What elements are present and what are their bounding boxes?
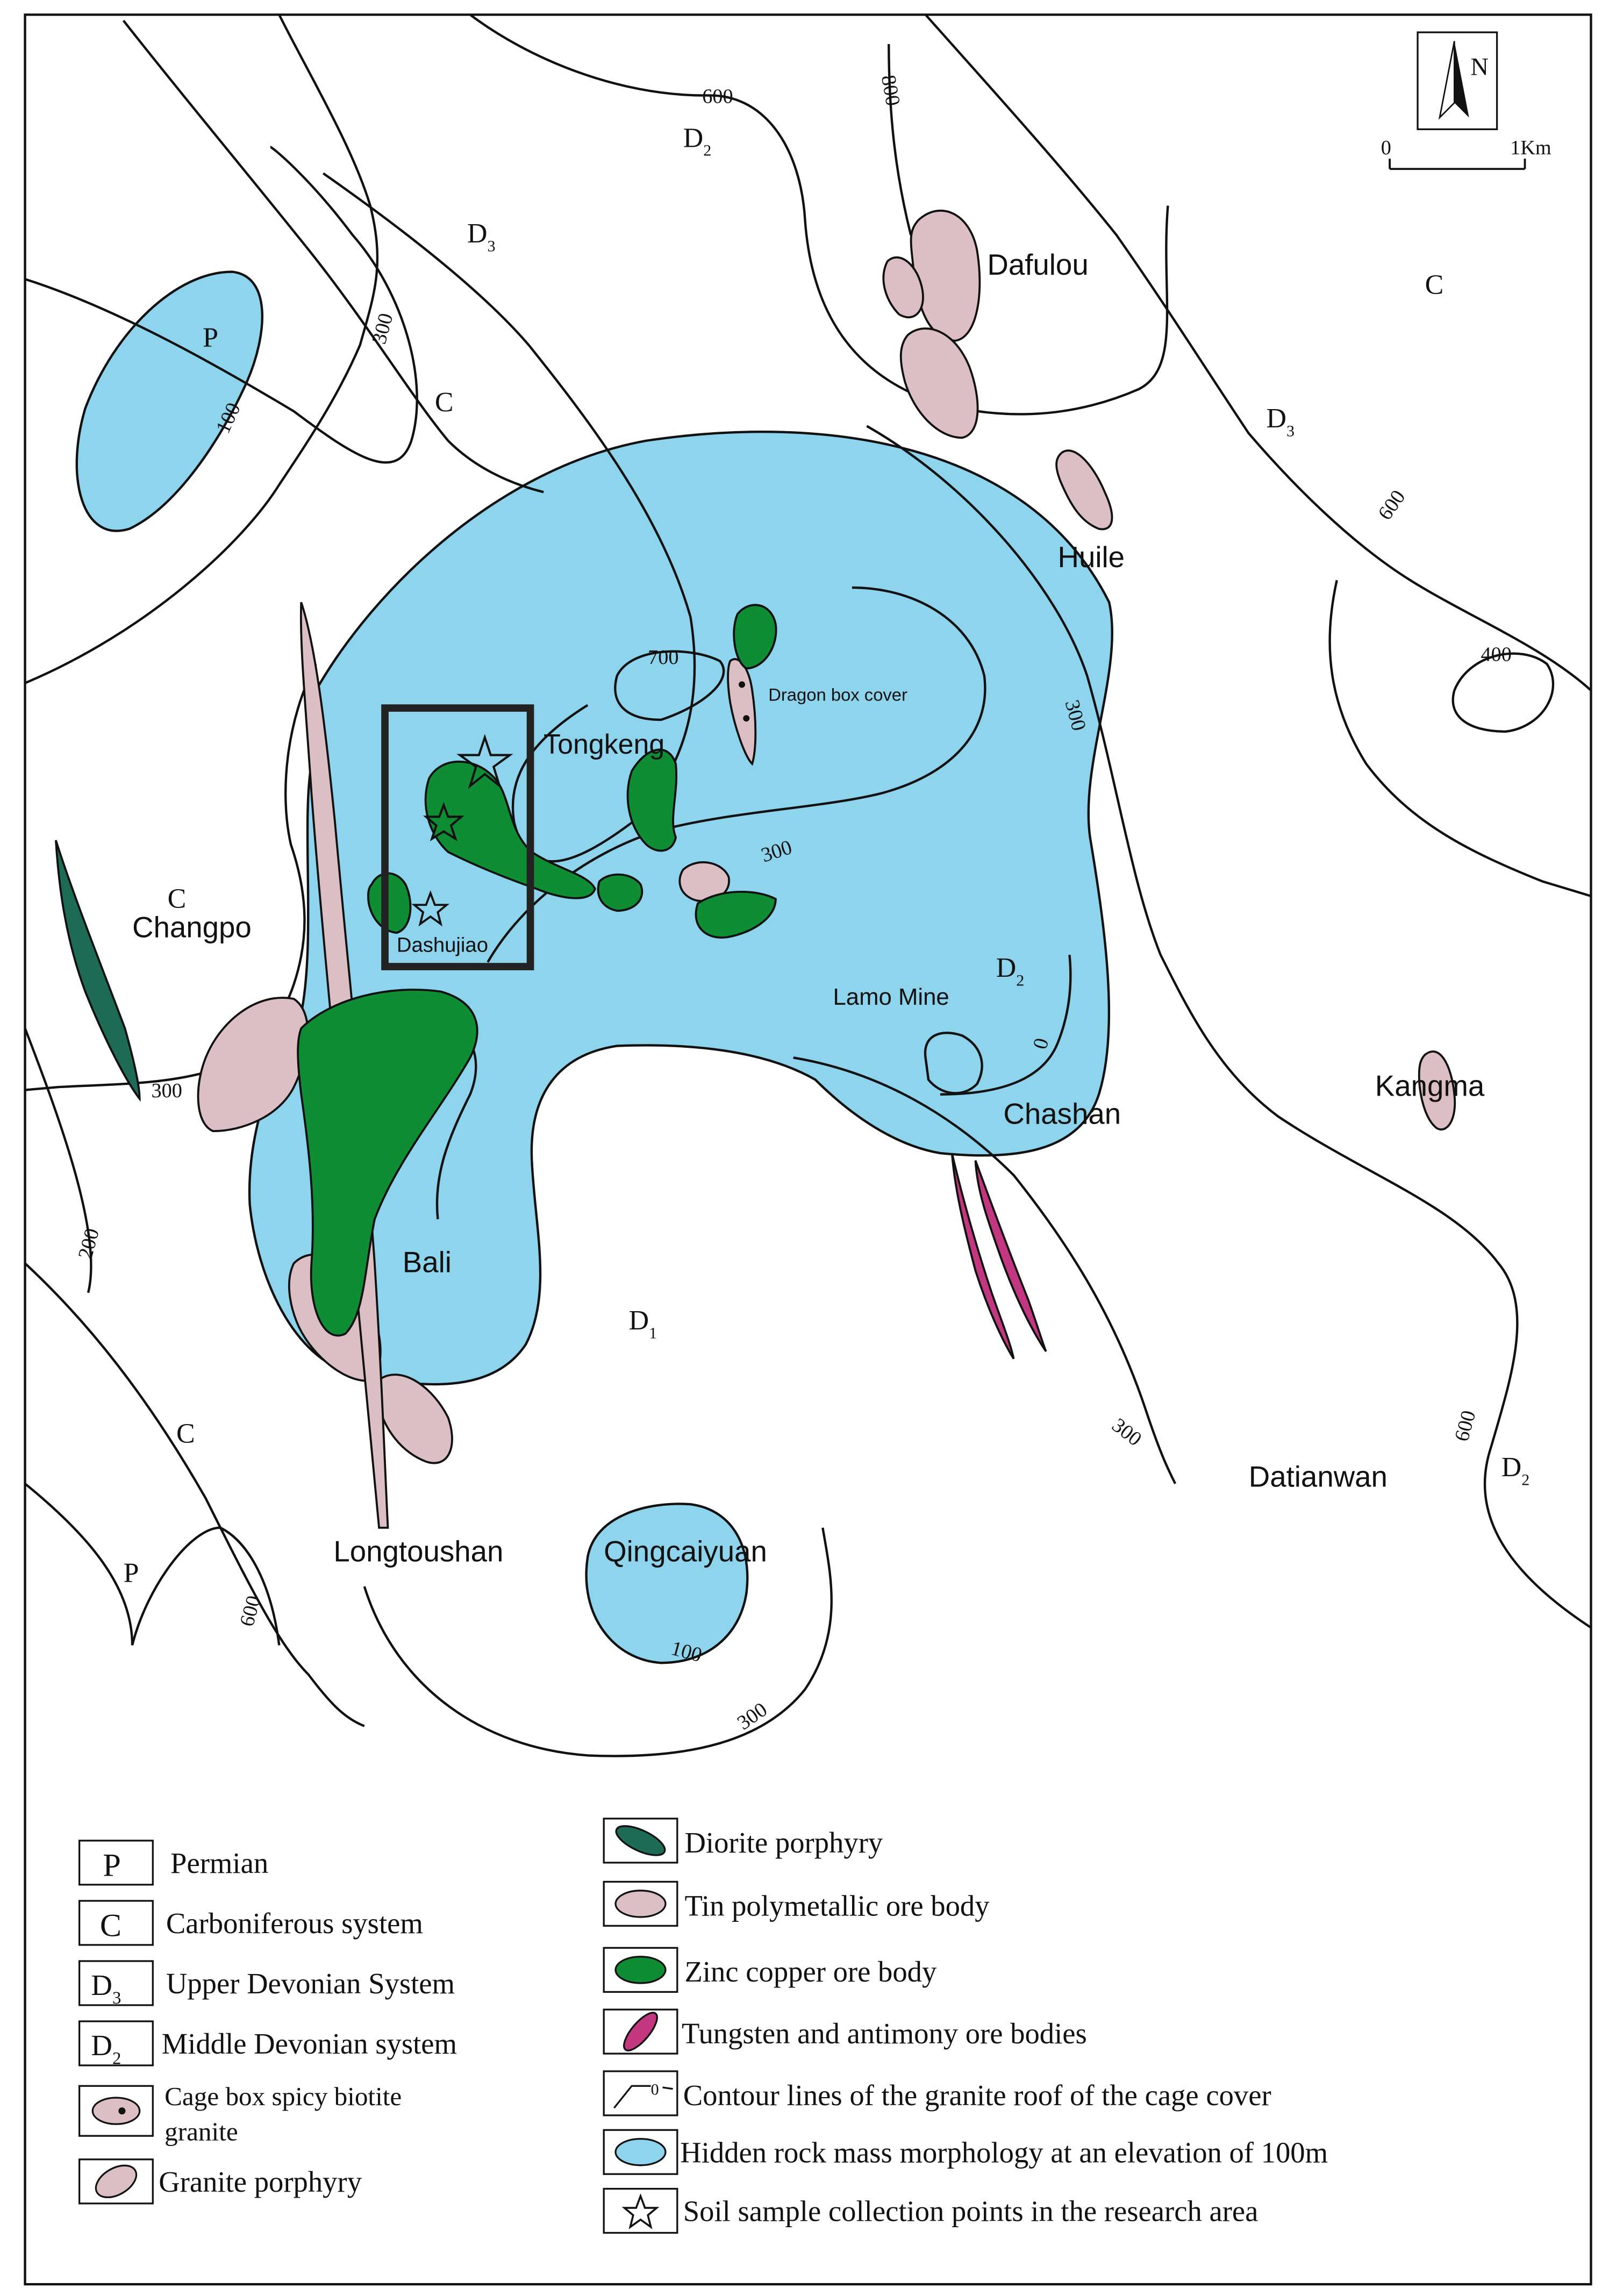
legend-cage-granite-label-1: Cage box spicy biotite xyxy=(165,2082,402,2111)
zinc-copper-dashujiao-2 xyxy=(367,872,412,934)
legend-carboniferous-label: Carboniferous system xyxy=(166,1907,423,1940)
legend-contour: 0 Contour lines of the granite roof of t… xyxy=(603,2070,1271,2116)
strata-label-c-west: C xyxy=(168,884,187,914)
legend-granite-porphyry: Granite porphyry xyxy=(78,2158,362,2205)
scale-end: 1Km xyxy=(1510,137,1551,159)
legend-upper-devonian: D3 Upper Devonian System xyxy=(78,1960,455,2008)
strata-label-c-sw: C xyxy=(176,1418,195,1449)
tungsten-ore-2 xyxy=(974,1160,1047,1353)
place-label-tongkeng: Tongkeng xyxy=(544,729,664,760)
legend-left: P Permian C Carboniferous system D3 Uppe… xyxy=(78,1840,457,2205)
legend-zinc-copper-label: Zinc copper ore body xyxy=(684,1955,937,1988)
legend-tungsten-label: Tungsten and antimony ore bodies xyxy=(682,2017,1087,2050)
contour-label-700: 700 xyxy=(648,646,678,669)
research-area-box xyxy=(381,704,534,970)
hidden-rock-mass-qingcaiyuan xyxy=(585,1503,749,1664)
legend-carboniferous-symbol: C xyxy=(100,1908,121,1944)
legend-upper-devonian-label: Upper Devonian System xyxy=(166,1967,455,2000)
zinc-copper-bali xyxy=(297,989,478,1337)
legend-cage-granite-label-2: granite xyxy=(165,2116,238,2146)
diorite-porphyry-changpo xyxy=(55,840,141,1102)
zinc-copper-tongkeng-2 xyxy=(597,873,643,912)
place-label-kangma: Kangma xyxy=(1375,1069,1485,1102)
legend-permian-label: Permian xyxy=(170,1847,268,1879)
strata-label-c-nw: C xyxy=(435,387,454,418)
granite-changpo xyxy=(197,997,309,1132)
north-label: N xyxy=(1470,53,1489,81)
soil-sample-star-1 xyxy=(456,734,513,789)
hidden-rock-mass-nw xyxy=(75,270,263,532)
place-label-changpo: Changpo xyxy=(132,911,252,943)
legend-contour-label: Contour lines of the granite roof of the… xyxy=(683,2079,1271,2112)
legend-soil-sample: Soil sample collection points in the res… xyxy=(603,2187,1259,2234)
place-label-qingcaiyuan: Qingcaiyuan xyxy=(604,1535,767,1568)
granite-huile xyxy=(1055,449,1113,531)
legend-tin-ore-label: Tin polymetallic ore body xyxy=(684,1889,990,1922)
place-label-chashan: Chashan xyxy=(1003,1097,1121,1130)
place-label-dragon-box: Dragon box cover xyxy=(768,684,907,704)
legend-diorite: Diorite porphyry xyxy=(603,1818,883,1864)
soil-sample-star-3 xyxy=(411,890,450,927)
zinc-copper-dashujiao-1 xyxy=(424,760,596,899)
legend-middle-devonian: D2 Middle Devonian system xyxy=(78,2020,457,2068)
legend-cage-granite: Cage box spicy biotite granite xyxy=(78,2082,402,2146)
strata-label-p-sw: P xyxy=(124,1558,139,1589)
place-label-dafulou: Dafulou xyxy=(987,248,1088,281)
granite-dafulou-1 xyxy=(910,210,981,342)
place-label-bali: Bali xyxy=(403,1246,452,1278)
granite-kangma xyxy=(1418,1050,1456,1131)
granite-dafulou-3 xyxy=(899,327,979,439)
legend-soil-sample-label: Soil sample collection points in the res… xyxy=(683,2195,1259,2228)
strata-label-c-ne: C xyxy=(1425,270,1444,301)
scale-bar: 0 1Km xyxy=(1381,137,1551,170)
place-label-longtoushan: Longtoushan xyxy=(333,1535,503,1568)
place-label-huile: Huile xyxy=(1058,541,1125,574)
legend-tungsten: Tungsten and antimony ore bodies xyxy=(603,2008,1087,2055)
granite-dragon-box xyxy=(727,658,757,766)
legend-permian-symbol: P xyxy=(103,1847,120,1883)
place-label-dashujiao: Dashujiao xyxy=(397,934,488,957)
soil-sample-stars xyxy=(411,734,513,927)
strata-label-p-nw: P xyxy=(203,323,218,353)
scale-start: 0 xyxy=(1381,137,1391,159)
legend-right: Diorite porphyry Tin polymetallic ore bo… xyxy=(603,1818,1328,2234)
map-frame xyxy=(24,13,1592,2286)
zinc-copper-tongkeng-1 xyxy=(626,748,677,852)
legend-contour-symbol: 0 xyxy=(651,2080,659,2099)
place-label-datianwan: Datianwan xyxy=(1249,1460,1388,1493)
legend-permian: P Permian xyxy=(78,1840,268,1886)
contour-label-300-west: 300 xyxy=(152,1079,182,1102)
legend-granite-porphyry-label: Granite porphyry xyxy=(159,2165,362,2198)
north-arrow: N xyxy=(1417,31,1498,131)
zinc-copper-dragon xyxy=(733,604,777,670)
legend-star-icon xyxy=(621,2193,660,2229)
legend-middle-devonian-label: Middle Devonian system xyxy=(162,2027,457,2060)
zinc-copper-tongkeng-3 xyxy=(695,890,777,939)
legend-hidden-mass-label: Hidden rock mass morphology at an elevat… xyxy=(680,2136,1328,2169)
tungsten-ore-1 xyxy=(950,1153,1015,1360)
granite-dafulou-2 xyxy=(882,256,924,319)
contour-label-800: 800 xyxy=(877,73,904,108)
legend-zinc-copper: Zinc copper ore body xyxy=(603,1947,937,1993)
legend-hidden-mass: Hidden rock mass morphology at an elevat… xyxy=(603,2129,1328,2175)
hidden-rock-mass-main xyxy=(248,431,1113,1386)
legend-diorite-label: Diorite porphyry xyxy=(684,1826,883,1859)
place-label-lamo-mine: Lamo Mine xyxy=(833,984,949,1010)
legend-carboniferous: C Carboniferous system xyxy=(78,1900,423,1946)
soil-sample-star-2 xyxy=(423,802,464,842)
legend-tin-ore: Tin polymetallic ore body xyxy=(603,1880,990,1927)
contour-label-600-top: 600 xyxy=(702,85,733,108)
contour-label-400: 400 xyxy=(1481,643,1512,666)
